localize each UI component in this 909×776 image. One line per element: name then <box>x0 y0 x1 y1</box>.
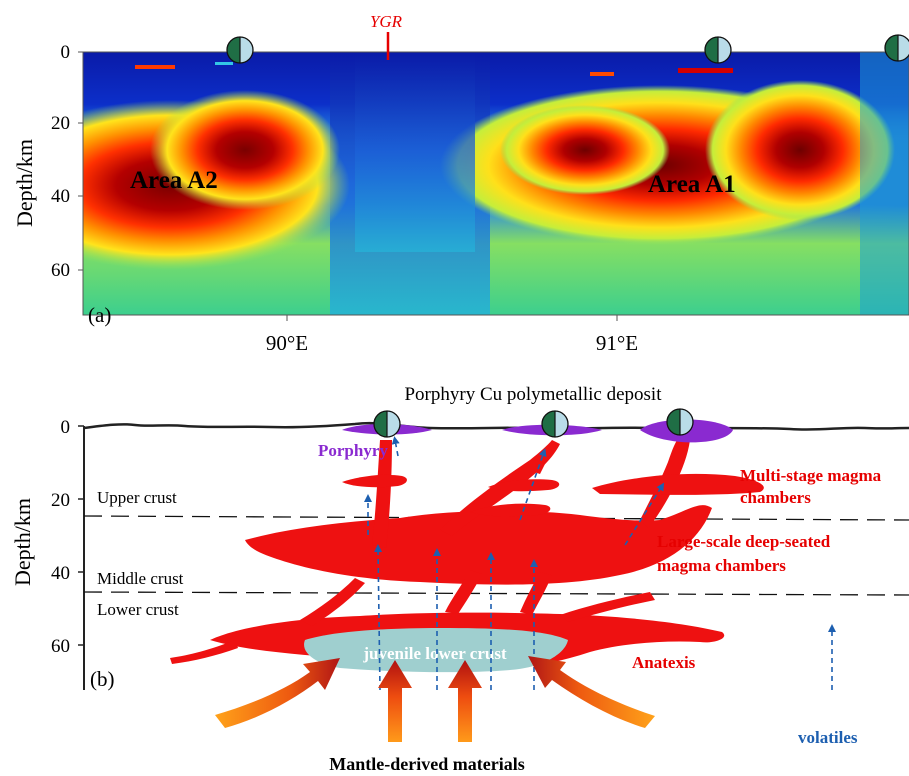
multi-stage-label-line2: chambers <box>740 488 811 507</box>
panel-b-label: (b) <box>90 667 115 691</box>
panel-a-label: (a) <box>88 303 111 327</box>
panel-b-y-tick-20: 20 <box>51 490 70 511</box>
panel-b-y-tick-60: 60 <box>51 636 70 657</box>
panel-a-y-tick-20: 20 <box>51 113 70 134</box>
panel-b-y-axis: 0 20 40 60 Depth/km <box>10 417 85 690</box>
juvenile-lower-crust-label: juvenile lower crust <box>362 644 507 663</box>
porphyry-label: Porphyry <box>318 441 388 460</box>
middle-lower-boundary <box>83 591 909 596</box>
deep-seated-label-line2: magma chambers <box>657 556 786 575</box>
panel-b-y-tick-0: 0 <box>61 417 71 438</box>
panel-a: 0 20 40 60 Depth/km 90°E 91°E (a) YGR Ar… <box>12 12 909 355</box>
upper-crust-label: Upper crust <box>97 488 177 507</box>
volatiles-label: volatiles <box>798 728 858 747</box>
multi-stage-label-line1: Multi-stage magma <box>740 466 882 485</box>
panel-a-x-tick-90e: 90°E <box>266 331 308 355</box>
resistivity-section <box>83 52 909 315</box>
panel-b-title: Porphyry Cu polymetallic deposit <box>404 384 662 405</box>
area-a2-label: Area A2 <box>130 167 218 194</box>
volatile-arrows <box>364 436 836 691</box>
anatexis-label: Anatexis <box>632 653 696 672</box>
panel-a-y-axis-label: Depth/km <box>12 139 37 227</box>
deep-seated-label-line1: Large-scale deep-seated <box>657 532 831 551</box>
mantle-arrows <box>215 656 655 742</box>
mantle-derived-label: Mantle-derived materials <box>329 754 524 774</box>
panel-b-y-axis-label: Depth/km <box>10 498 35 586</box>
lower-crust-label: Lower crust <box>97 600 179 619</box>
panel-a-y-tick-0: 0 <box>61 42 71 63</box>
panel-b: Porphyry Cu polymetallic deposit 0 20 40… <box>10 384 909 774</box>
deposit-symbol-icon <box>704 36 732 64</box>
deposit-symbol-icon <box>541 410 569 438</box>
ground-surface <box>83 421 909 431</box>
panel-a-y-axis: 0 20 40 60 Depth/km <box>12 42 84 315</box>
panel-a-y-tick-40: 40 <box>51 186 70 207</box>
juvenile-lower-crust <box>304 628 568 673</box>
deposit-symbol-icon <box>373 410 401 438</box>
panel-a-x-axis: 90°E 91°E <box>83 314 909 355</box>
deposit-symbol-icon <box>666 408 694 436</box>
deposit-symbol-icon <box>226 36 254 64</box>
panel-b-y-tick-40: 40 <box>51 563 70 584</box>
ygr-label: YGR <box>370 12 403 31</box>
panel-a-x-tick-91e: 91°E <box>596 331 638 355</box>
middle-crust-label: Middle crust <box>97 569 184 588</box>
deposit-symbol-icon <box>884 34 909 62</box>
panel-a-y-tick-60: 60 <box>51 260 70 281</box>
area-a1-label: Area A1 <box>648 171 736 198</box>
ygr-marker: YGR <box>370 12 403 60</box>
